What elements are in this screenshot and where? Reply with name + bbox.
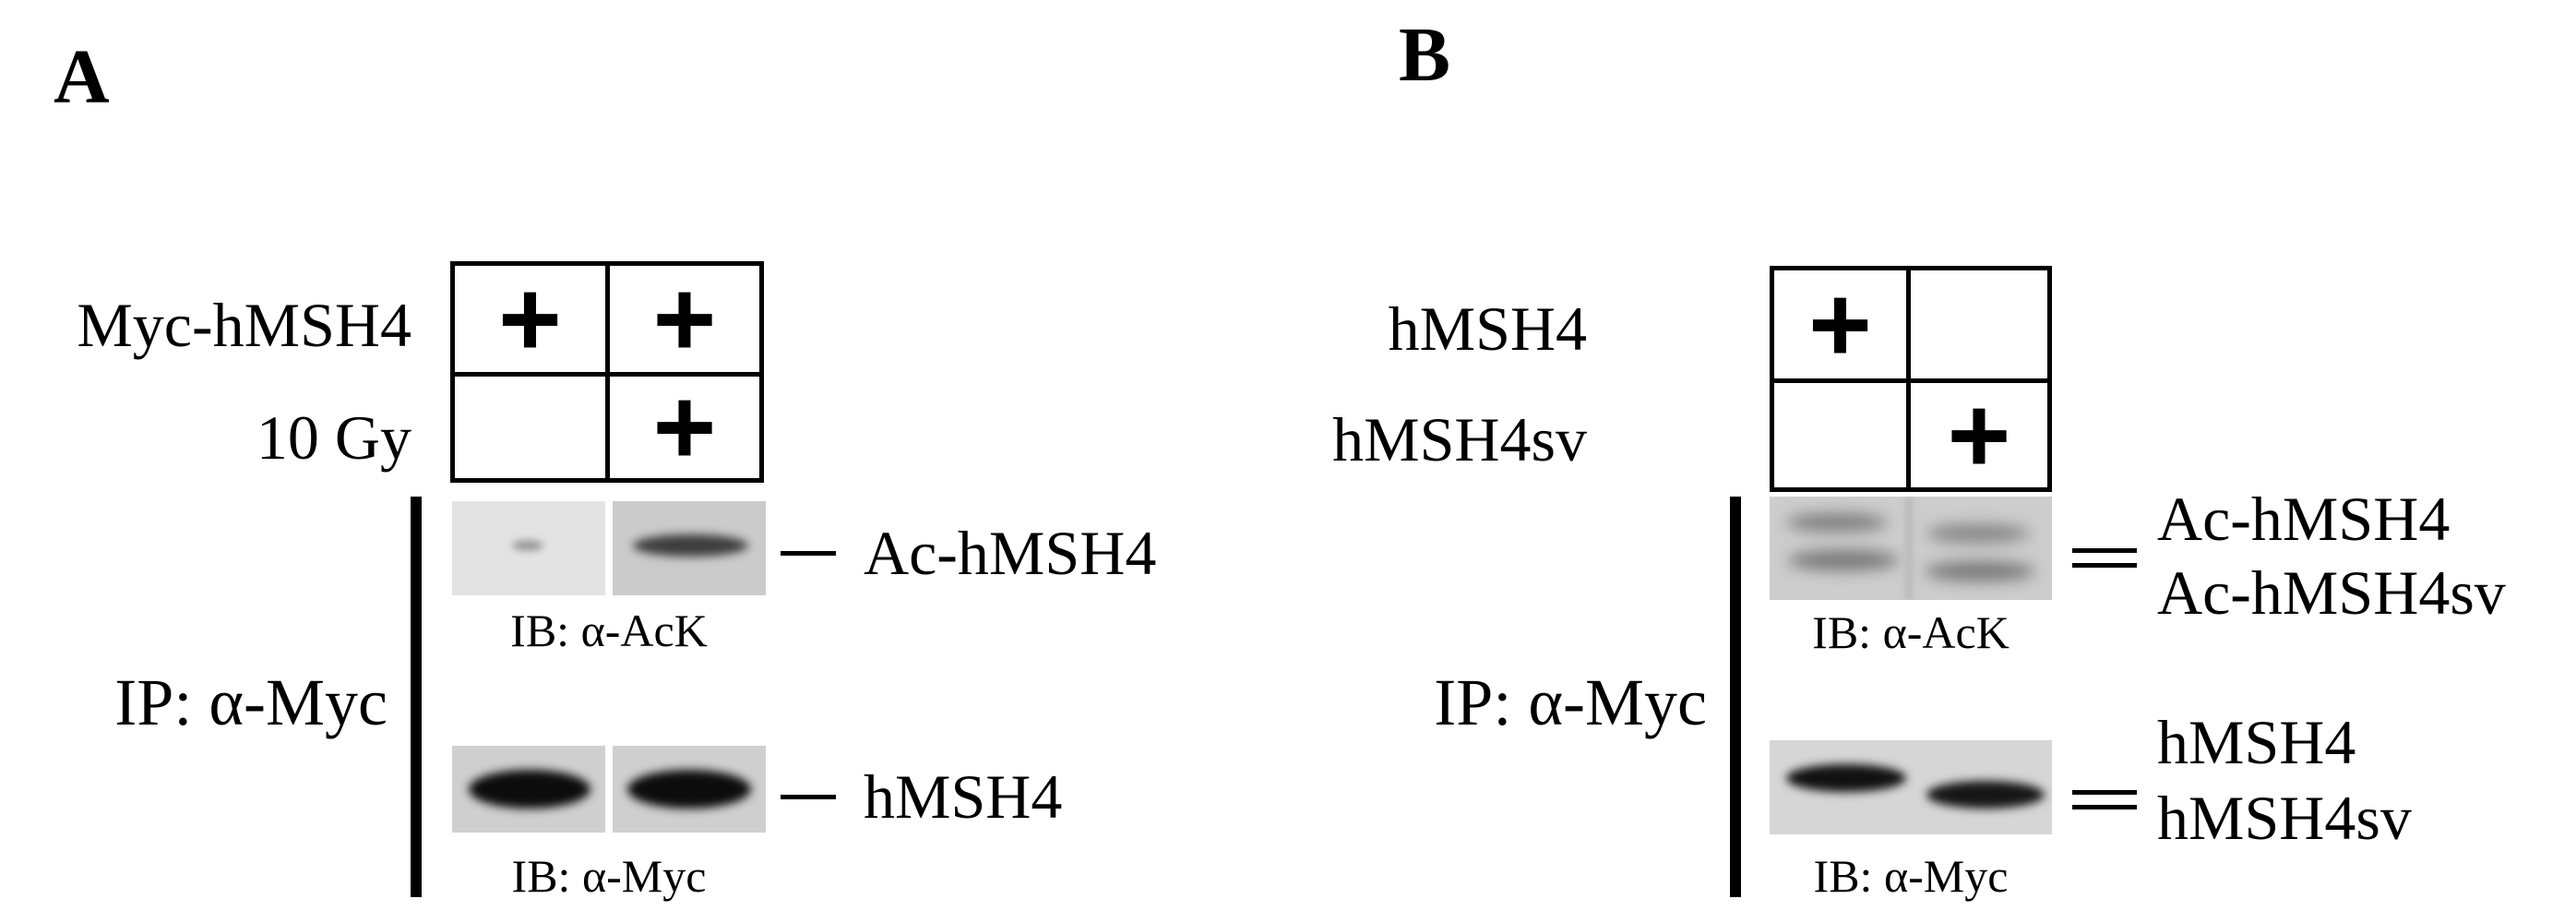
cell-myc-hmsh4-lane-1: + (498, 258, 562, 380)
grid-divider-horizontal (1774, 378, 2047, 383)
condition-grid: + + (1770, 266, 2052, 492)
row-label-hmsh4sv: hMSH4sv (1332, 404, 1587, 474)
cell-10-gy-lane-2: + (652, 366, 717, 488)
band-marker-ac-hmsh4 (781, 551, 836, 556)
panel-b-letter: B (1399, 12, 1451, 98)
condition-grid: + + + (450, 261, 764, 483)
ip-label: IP: α-Myc (1434, 665, 1707, 739)
band-label-ac-hmsh4: Ac-hMSH4 (864, 518, 1157, 588)
band-label-hmsh4: hMSH4 (2157, 707, 2356, 777)
band-marker-ac-hmsh4 (2072, 548, 2137, 553)
band-ack-lane-2-upper (1926, 524, 2030, 543)
blot-myc (1770, 740, 2052, 834)
ip-label: IP: α-Myc (114, 665, 388, 739)
band-myc-hmsh4sv (1926, 781, 2045, 809)
lane-gap (1904, 497, 1914, 600)
blot-ack (1770, 497, 2052, 600)
blot-ack-lane-1 (452, 501, 605, 595)
band-myc-lane-1 (469, 770, 590, 809)
ib-label-myc: IB: α-Myc (511, 850, 707, 902)
band-marker-hmsh4sv (2072, 805, 2137, 809)
band-label-hmsh4sv: hMSH4sv (2157, 783, 2412, 853)
blot-ack-lane-2 (613, 501, 766, 595)
cell-myc-hmsh4-lane-2: + (652, 258, 717, 380)
grid-divider-horizontal (455, 372, 759, 377)
band-ack-lane-1 (512, 540, 543, 551)
cell-hmsh4-lane-1: + (1808, 263, 1872, 386)
panel-a: A Myc-hMSH4 10 Gy + + + IP: α-Myc Ac-hMS… (54, 34, 1157, 902)
row-label-10-gy: 10 Gy (256, 402, 411, 473)
band-marker-ac-hmsh4sv (2072, 563, 2137, 568)
band-ack-lane-2 (633, 534, 748, 557)
cell-hmsh4sv-lane-2: + (1947, 374, 2011, 497)
band-marker-hmsh4 (2072, 790, 2137, 795)
band-ack-lane-1-lower (1788, 550, 1899, 570)
band-marker-hmsh4 (781, 795, 836, 799)
band-ack-lane-2-lower (1925, 561, 2035, 581)
band-label-ac-hmsh4: Ac-hMSH4 (2157, 484, 2451, 554)
ib-label-myc: IB: α-Myc (1813, 850, 2009, 902)
ip-bracket (1730, 497, 1741, 897)
row-label-hmsh4: hMSH4 (1388, 294, 1587, 364)
band-ack-lane-1-upper (1786, 513, 1888, 532)
panel-a-letter: A (54, 34, 110, 120)
cell-10-gy-lane-1 (455, 377, 605, 478)
ip-bracket (411, 497, 422, 897)
cell-hmsh4sv-lane-1 (1774, 383, 1906, 487)
blot-myc-lane-2 (613, 746, 766, 833)
blot-myc-lane-1 (452, 746, 605, 833)
row-label-myc-hmsh4: Myc-hMSH4 (77, 290, 411, 360)
band-label-ac-hmsh4sv: Ac-hMSH4sv (2157, 557, 2506, 628)
cell-hmsh4-lane-2 (1911, 270, 2047, 378)
panel-b: B hMSH4 hMSH4sv + + IP: α-Myc Ac-hMSH4 A… (1288, 0, 2576, 923)
ib-label-ack: IB: α-AcK (510, 605, 708, 656)
ib-label-ack: IB: α-AcK (1812, 606, 2010, 658)
band-myc-hmsh4 (1786, 764, 1906, 792)
band-label-hmsh4: hMSH4 (864, 761, 1063, 832)
band-myc-lane-2 (627, 770, 751, 809)
